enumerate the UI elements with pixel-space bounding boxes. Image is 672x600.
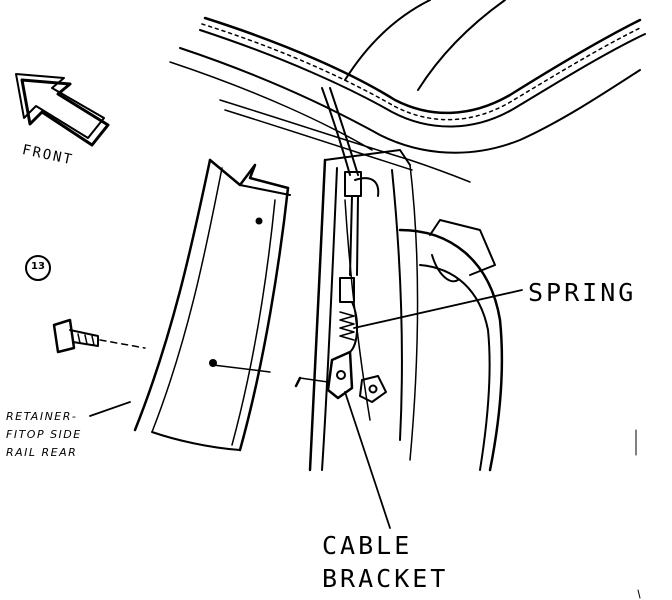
- bracket-label: BRACKET: [322, 564, 449, 593]
- callout-number: 13: [31, 261, 45, 272]
- retainer-label-line2: FITOP SIDE: [6, 428, 82, 441]
- scan-edge-marks: [635, 429, 641, 599]
- callout-number-circle: [25, 255, 51, 281]
- spring-icon: [339, 277, 358, 353]
- cable-assembly: [321, 87, 380, 276]
- quarter-window-frame: [398, 219, 504, 472]
- front-arrow-icon: [15, 73, 110, 147]
- bolt-icon: [52, 318, 146, 354]
- cable-bracket-icon: [294, 350, 387, 403]
- spring-label: SPRING: [528, 278, 637, 307]
- retainer-label: RETAINER- FITOP SIDE RAIL REAR: [6, 408, 82, 462]
- center-pillar: [308, 149, 419, 472]
- cable-label: CABLE: [322, 531, 413, 560]
- retainer-label-line3: RAIL REAR: [6, 446, 78, 459]
- side-rail-panel: [133, 158, 291, 452]
- retainer-label-line1: RETAINER-: [6, 410, 78, 423]
- roof-rail: [169, 0, 646, 183]
- leader-lines: [89, 289, 523, 529]
